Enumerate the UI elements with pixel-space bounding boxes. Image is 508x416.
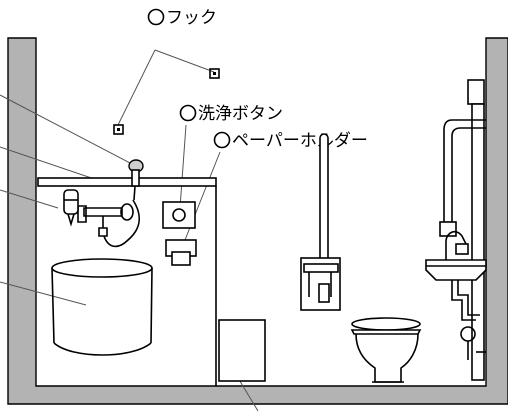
- toilet-icon: [350, 317, 422, 383]
- flush-button: [162, 201, 196, 229]
- flush-button-label: 洗浄ボタン: [198, 104, 283, 124]
- hook-label: フック: [166, 8, 217, 28]
- hook-label-marker: [147, 8, 165, 26]
- walls: [7, 37, 508, 405]
- bucket-icon: [51, 258, 153, 356]
- label-hook-group: フック: [147, 8, 217, 28]
- wall-panel: [37, 177, 217, 386]
- hook-leader-right: [154, 49, 215, 73]
- label-paper-holder-group: ペーパーホルダー: [213, 131, 368, 151]
- trash-bin-icon: [218, 319, 266, 382]
- faucet-icon: [77, 203, 134, 237]
- hook-icon: [113, 124, 124, 135]
- soap-dispenser-icon: [63, 189, 79, 227]
- shower-hose: [103, 199, 140, 248]
- paper-holder-label: ペーパーホルダー: [232, 131, 368, 151]
- paper-holder: [165, 239, 197, 266]
- grab-bar-icon: [300, 133, 341, 311]
- leader-offscreen-4: [0, 281, 87, 306]
- hook-icon: [209, 68, 220, 79]
- leader-offscreen-3: [0, 189, 59, 209]
- label-flush-button-group: 洗浄ボタン: [179, 104, 283, 124]
- shower-head-icon: [128, 159, 144, 201]
- hook-leader-left: [117, 49, 156, 126]
- leader-offscreen-1: [0, 94, 131, 164]
- sink-basin-icon: [425, 259, 487, 281]
- flush-button-leader: [179, 124, 187, 209]
- sink-grab-bar: [439, 119, 486, 237]
- wall-cabinet: [467, 79, 485, 381]
- sink-faucet-icon: [445, 230, 469, 260]
- leader-lines: [0, 49, 259, 412]
- room-wall-section: [7, 37, 508, 405]
- paper-holder-label-marker: [213, 131, 231, 149]
- sink-pipes: [451, 280, 486, 360]
- flush-button-label-marker: [179, 104, 197, 122]
